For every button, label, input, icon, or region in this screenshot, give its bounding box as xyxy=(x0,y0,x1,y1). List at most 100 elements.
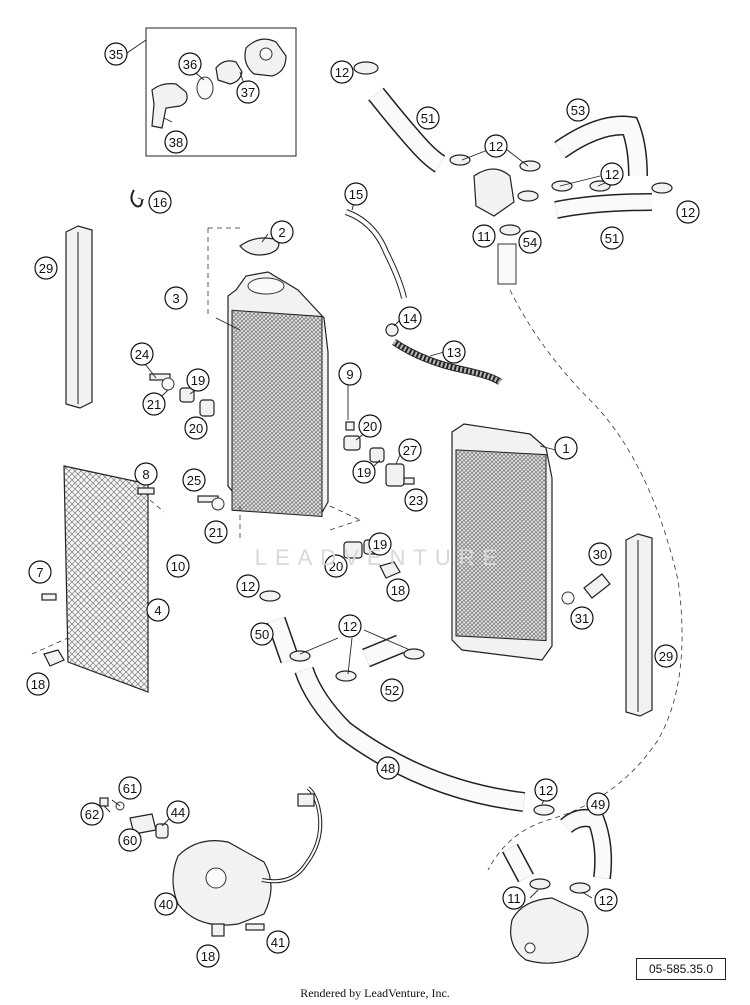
callout-2: 2 xyxy=(270,220,294,244)
callout-label: 14 xyxy=(403,311,417,326)
callout-circle xyxy=(166,800,190,824)
callout-circle xyxy=(178,52,202,76)
callout-circle xyxy=(338,614,362,638)
callout-4: 4 xyxy=(146,598,170,622)
callout-circle xyxy=(204,520,228,544)
callout-circle xyxy=(118,828,142,852)
callout-circle xyxy=(368,532,392,556)
callout-circle xyxy=(164,286,188,310)
callout-12d: 12 xyxy=(676,200,700,224)
callout-circle xyxy=(484,134,508,158)
callout-35: 35 xyxy=(104,42,128,66)
callout-circle xyxy=(398,438,422,462)
callout-61: 61 xyxy=(118,776,142,800)
callout-circle xyxy=(236,574,260,598)
callout-circle xyxy=(148,190,172,214)
callout-label: 60 xyxy=(123,833,137,848)
callout-circle xyxy=(380,678,404,702)
callout-label: 38 xyxy=(169,135,183,150)
callout-19b: 19 xyxy=(352,460,376,484)
callout-label: 18 xyxy=(201,949,215,964)
callout-16: 16 xyxy=(148,190,172,214)
lower-hoses xyxy=(259,590,613,894)
callout-circle xyxy=(570,606,594,630)
radiator-mesh-guard xyxy=(31,465,165,693)
callout-37: 37 xyxy=(236,80,260,104)
callout-27: 27 xyxy=(398,438,422,462)
callout-label: 48 xyxy=(381,761,395,776)
callout-51a: 51 xyxy=(416,106,440,130)
callout-label: 19 xyxy=(373,537,387,552)
callout-label: 29 xyxy=(659,649,673,664)
callout-circle xyxy=(534,778,558,802)
callout-label: 12 xyxy=(539,783,553,798)
callout-13: 13 xyxy=(442,340,466,364)
callout-label: 12 xyxy=(681,205,695,220)
callout-60: 60 xyxy=(118,828,142,852)
callout-10: 10 xyxy=(166,554,190,578)
water-pump-cover xyxy=(510,897,589,964)
callout-19a: 19 xyxy=(186,368,210,392)
callout-circle xyxy=(266,930,290,954)
callout-24: 24 xyxy=(130,342,154,366)
callout-label: 24 xyxy=(135,347,149,362)
watermark: LEADVENTURE xyxy=(254,545,506,570)
callout-label: 35 xyxy=(109,47,123,62)
callout-label: 1 xyxy=(562,441,569,456)
callout-label: 61 xyxy=(123,781,137,796)
callout-circle xyxy=(588,542,612,566)
callout-12b: 12 xyxy=(484,134,508,158)
callout-label: 3 xyxy=(172,291,179,306)
callout-circle xyxy=(376,756,400,780)
callout-label: 44 xyxy=(171,805,185,820)
callout-52: 52 xyxy=(380,678,404,702)
callout-20c: 20 xyxy=(324,554,348,578)
callout-label: 51 xyxy=(605,231,619,246)
callout-circle xyxy=(344,182,368,206)
callout-label: 37 xyxy=(241,85,255,100)
callout-circle xyxy=(130,342,154,366)
callout-38: 38 xyxy=(164,130,188,154)
callout-circle xyxy=(566,98,590,122)
callout-circle xyxy=(104,42,128,66)
callout-62: 62 xyxy=(80,802,104,826)
callout-circle xyxy=(600,226,624,250)
callout-label: 18 xyxy=(391,583,405,598)
callout-circle xyxy=(250,622,274,646)
callout-circle xyxy=(186,368,210,392)
callout-circle xyxy=(154,892,178,916)
callout-label: 12 xyxy=(605,167,619,182)
radiator-guard-right xyxy=(625,533,653,717)
callout-circle xyxy=(502,886,526,910)
callout-25: 25 xyxy=(182,468,206,492)
callout-circle xyxy=(594,888,618,912)
render-credit: Rendered by LeadVenture, Inc. xyxy=(300,986,450,1000)
callout-11b: 11 xyxy=(502,886,526,910)
callout-label: 20 xyxy=(363,419,377,434)
callout-circle xyxy=(164,130,188,154)
callout-circle xyxy=(184,416,208,440)
callout-51b: 51 xyxy=(600,226,624,250)
callout-21b: 21 xyxy=(204,520,228,544)
callout-label: 19 xyxy=(357,465,371,480)
callout-label: 7 xyxy=(36,565,43,580)
callout-circle xyxy=(134,462,158,486)
callout-36: 36 xyxy=(178,52,202,76)
callout-circle xyxy=(442,340,466,364)
callout-label: 30 xyxy=(593,547,607,562)
callout-49: 49 xyxy=(586,792,610,816)
callout-circle xyxy=(270,220,294,244)
diagram-code: 05-585.35.0 xyxy=(636,958,726,980)
callout-label: 12 xyxy=(335,65,349,80)
callout-15: 15 xyxy=(344,182,368,206)
callout-circle xyxy=(142,392,166,416)
radiator-cap xyxy=(239,237,280,256)
callout-29b: 29 xyxy=(654,644,678,668)
callout-label: 12 xyxy=(599,893,613,908)
callout-circle xyxy=(472,224,496,248)
callout-circle xyxy=(236,80,260,104)
callout-label: 36 xyxy=(183,57,197,72)
callout-label: 20 xyxy=(329,559,343,574)
callout-circle xyxy=(146,598,170,622)
callout-29a: 29 xyxy=(34,256,58,280)
